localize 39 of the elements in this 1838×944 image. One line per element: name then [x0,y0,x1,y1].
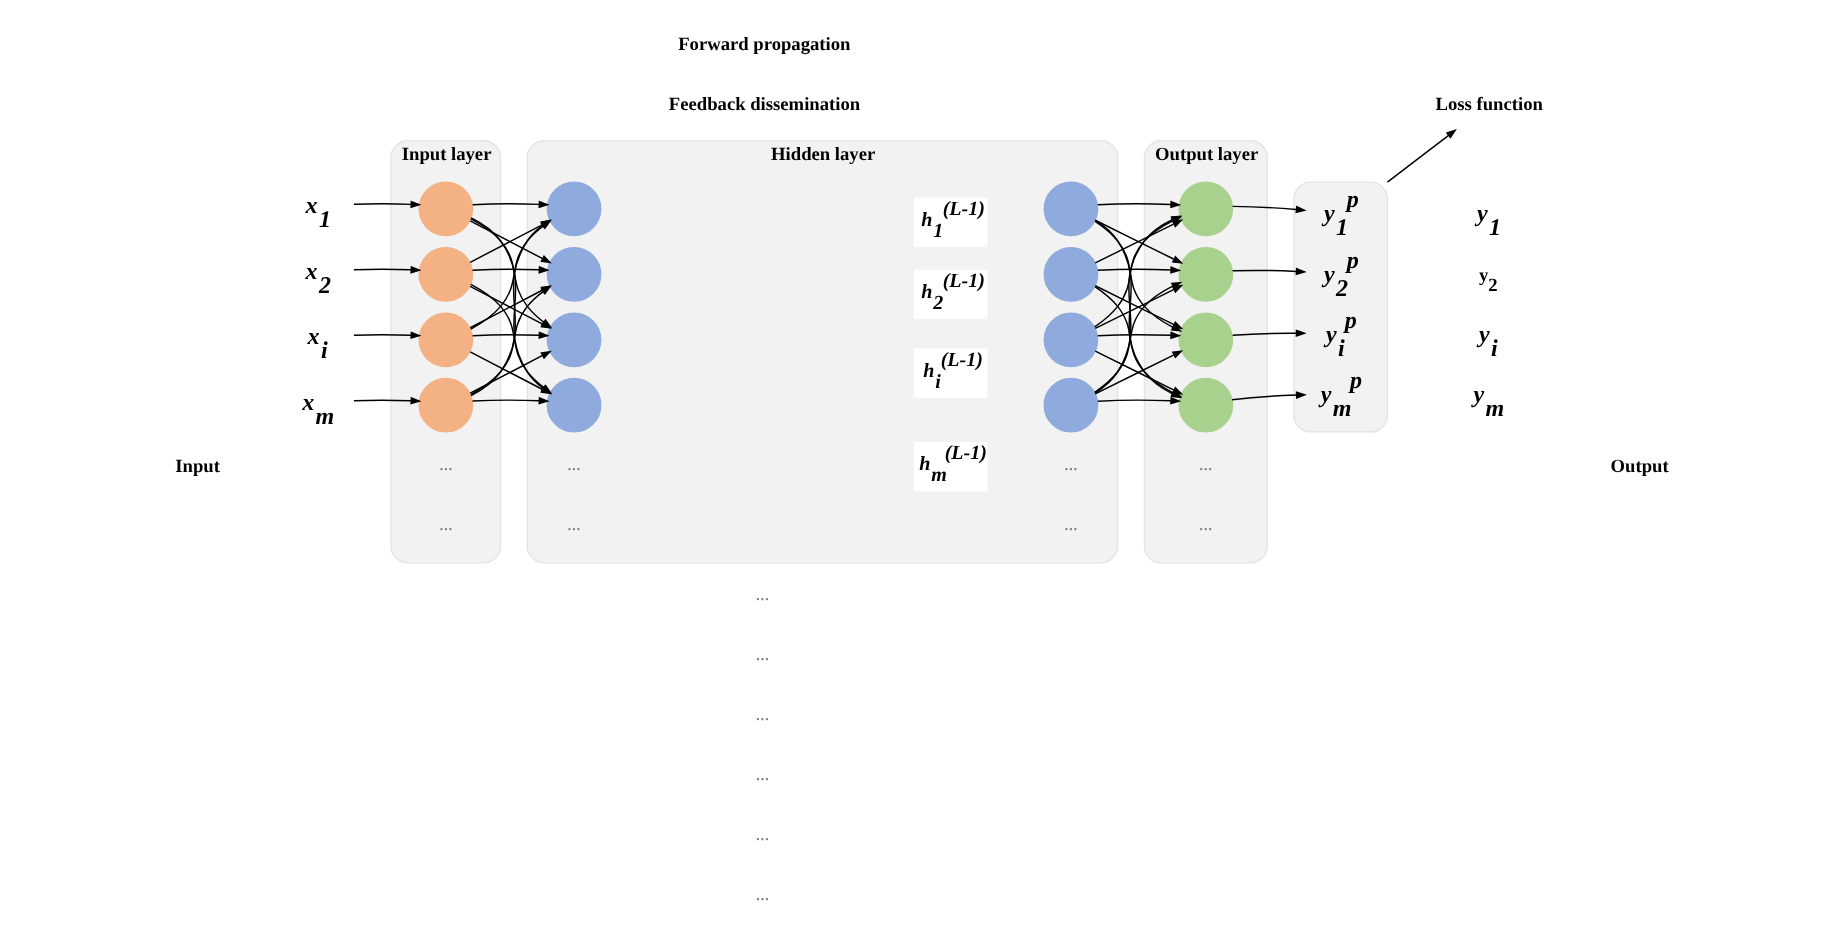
label: Feedback dissemination [667,95,860,116]
node-circle [1177,181,1233,237]
arrow [1385,129,1456,183]
node-circle [1042,377,1098,433]
arrow [1096,200,1181,209]
arrow [470,200,549,209]
arrow [470,331,549,340]
arrow [1096,396,1181,405]
node-circle [1042,246,1098,302]
arrow [352,200,421,209]
arrow [1230,391,1306,401]
label: Output [1609,457,1668,478]
arrow [1230,267,1306,276]
arrow [1096,266,1181,274]
node-circle [545,377,601,433]
arrow [1230,205,1306,214]
node-circle [1177,312,1233,368]
node-circle [417,312,473,368]
arrow [1096,331,1181,340]
label: Forward propagation [677,35,850,56]
arrow [352,331,421,340]
node-circle [417,377,473,433]
arrow [352,265,421,274]
node-circle [417,246,473,302]
node-circle [1042,312,1098,368]
node-text: Loss function [1434,95,1542,116]
node-circle [1177,246,1233,302]
arrow [1093,350,1183,395]
node-circle [545,181,601,237]
arrow [1230,329,1306,338]
arrow [470,265,549,274]
arrow [352,396,421,405]
arrow [470,396,549,405]
node-circle [545,312,601,368]
node-circle [545,246,601,302]
node-circle [1042,181,1098,237]
label: Input [174,457,219,478]
node-circle [1177,377,1233,433]
node-circle [417,181,473,237]
